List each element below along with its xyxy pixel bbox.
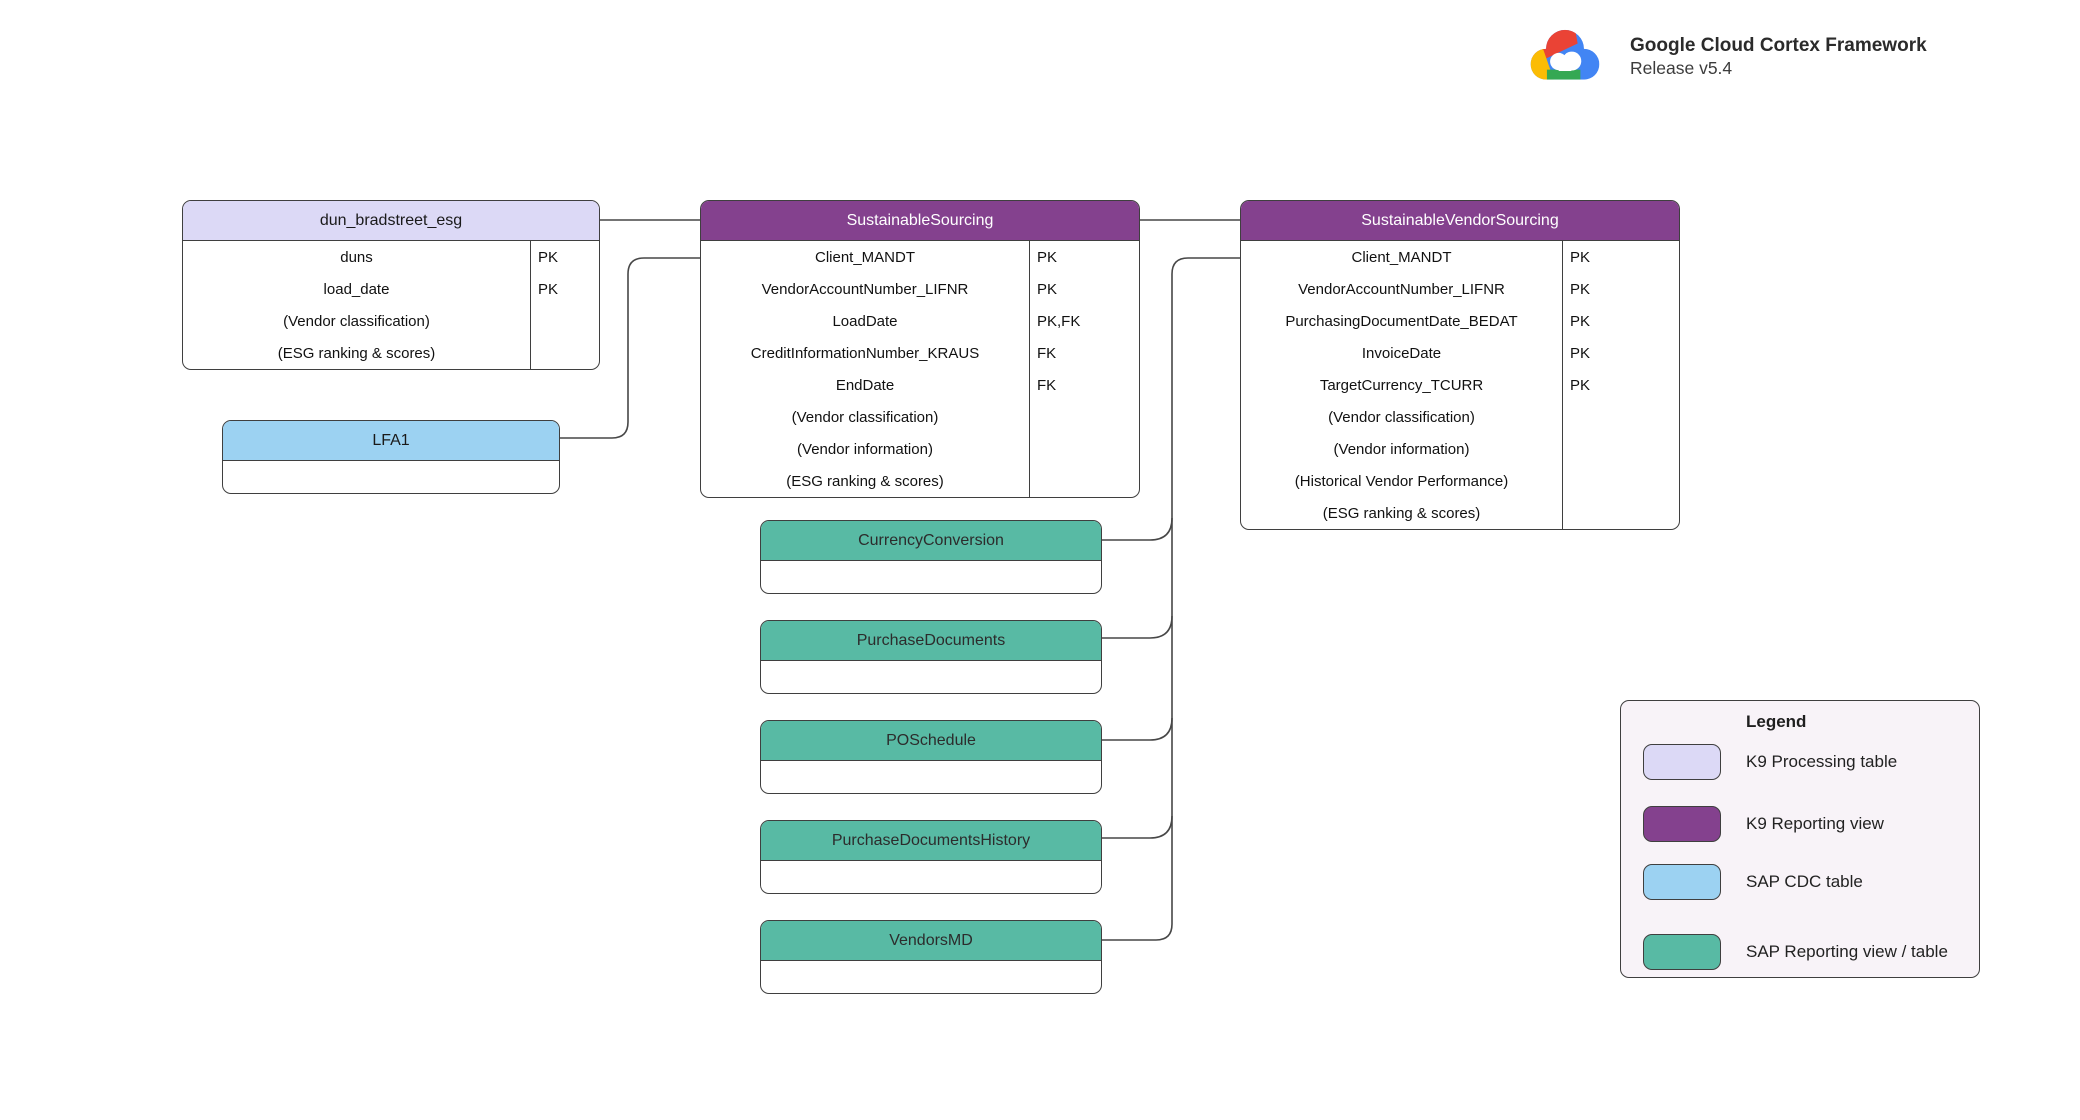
connector-currencyconversion <box>1102 517 1173 541</box>
table-row-empty <box>761 861 1101 893</box>
table-row: InvoiceDate <box>1361 344 1442 362</box>
table-sustainablesourcing: SustainableSourcing Client_MANDT VendorA… <box>700 200 1140 498</box>
table-row-empty <box>761 761 1101 793</box>
key-cell: FK <box>1037 344 1057 362</box>
k9-processing-swatch <box>1643 744 1721 780</box>
table-row: TargetCurrency_TCURR <box>1319 376 1484 394</box>
key-cell <box>1030 465 1139 497</box>
table-purchasedocumentshistory: PurchaseDocumentsHistory <box>760 820 1102 894</box>
table-row: LoadDate <box>832 312 898 330</box>
table-row: CreditInformationNumber_KRAUS <box>750 344 980 362</box>
key-cell: FK <box>1037 376 1057 394</box>
key-cell: PK <box>1037 280 1058 298</box>
table-row: VendorAccountNumber_LIFNR <box>1298 280 1505 298</box>
key-cell: PK <box>538 280 559 298</box>
key-cell: PK <box>1570 248 1591 266</box>
table-row: (ESG ranking & scores) <box>277 344 436 362</box>
sap-reporting-swatch <box>1643 934 1721 970</box>
table-header: SustainableSourcing <box>701 201 1139 241</box>
key-cell: PK <box>1570 280 1591 298</box>
key-cell <box>1563 497 1679 529</box>
legend-label: K9 Processing table <box>1746 752 1898 771</box>
table-sustainablevendorsourcing: SustainableVendorSourcing Client_MANDT V… <box>1240 200 1680 530</box>
k9-reporting-swatch <box>1643 806 1721 842</box>
table-currencyconversion: CurrencyConversion <box>760 520 1102 594</box>
legend-item: SAP Reporting view / table <box>1621 934 1979 970</box>
legend: Legend K9 Processing table K9 Reporting … <box>1620 700 1980 978</box>
table-row: PurchasingDocumentDate_BEDAT <box>1285 312 1518 330</box>
table-row: (Historical Vendor Performance) <box>1294 472 1509 490</box>
table-row-empty <box>223 461 559 493</box>
legend-label: SAP Reporting view / table <box>1746 942 1948 961</box>
brand-header: Google Cloud Cortex Framework Release v5… <box>1518 10 1927 104</box>
connector-purchasedocuments <box>1102 615 1173 639</box>
table-poschedule: POSchedule <box>760 720 1102 794</box>
table-header: CurrencyConversion <box>761 521 1101 561</box>
key-cell <box>1563 433 1679 465</box>
key-cell: PK <box>1570 376 1591 394</box>
table-row: (Vendor information) <box>797 440 933 458</box>
table-header: VendorsMD <box>761 921 1101 961</box>
legend-item: SAP CDC table <box>1621 864 1979 900</box>
table-dun-bradstreet-esg: dun_bradstreet_esg duns load_date (Vendo… <box>182 200 600 370</box>
table-row: EndDate <box>835 376 895 394</box>
key-cell <box>1030 401 1139 433</box>
legend-label: SAP CDC table <box>1746 872 1863 891</box>
table-row: (Vendor classification) <box>791 408 939 426</box>
google-cloud-logo-icon <box>1530 29 1600 80</box>
connector-poschedule <box>1102 717 1173 741</box>
table-row-empty <box>761 961 1101 993</box>
table-header: SustainableVendorSourcing <box>1241 201 1679 241</box>
table-header: POSchedule <box>761 721 1101 761</box>
table-row-empty <box>761 661 1101 693</box>
connector-purchasedocumentshistory <box>1102 815 1173 839</box>
table-row: Client_MANDT <box>1351 248 1452 266</box>
legend-item: K9 Processing table <box>1621 744 1979 780</box>
table-lfa1: LFA1 <box>222 420 560 494</box>
table-row: (ESG ranking & scores) <box>786 472 944 490</box>
table-row: load_date <box>323 280 390 298</box>
key-cell: PK <box>1570 312 1591 330</box>
legend-item: K9 Reporting view <box>1621 806 1979 842</box>
brand-release-version: Release v5.4 <box>1630 58 1733 78</box>
sap-cdc-swatch <box>1643 864 1721 900</box>
table-row: Client_MANDT <box>814 248 916 266</box>
key-cell <box>1030 433 1139 465</box>
table-row-empty <box>761 561 1101 593</box>
table-header: LFA1 <box>223 421 559 461</box>
brand-title: Google Cloud Cortex Framework <box>1630 35 1927 56</box>
table-row: duns <box>340 248 373 266</box>
key-cell <box>1563 465 1679 497</box>
table-row: (Vendor classification) <box>1328 408 1475 426</box>
key-cell <box>1563 401 1679 433</box>
key-cell <box>531 305 599 337</box>
key-cell: PK,FK <box>1037 312 1081 330</box>
key-cell: PK <box>1570 344 1591 362</box>
table-vendorsmd: VendorsMD <box>760 920 1102 994</box>
table-header: dun_bradstreet_esg <box>183 201 599 241</box>
table-header: PurchaseDocumentsHistory <box>761 821 1101 861</box>
table-header: PurchaseDocuments <box>761 621 1101 661</box>
legend-title: Legend <box>1746 712 1807 731</box>
table-row: (Vendor classification) <box>283 312 430 330</box>
table-row: (Vendor information) <box>1333 440 1470 458</box>
table-purchasedocuments: PurchaseDocuments <box>760 620 1102 694</box>
key-cell <box>531 337 599 369</box>
table-row: VendorAccountNumber_LIFNR <box>761 280 969 298</box>
key-cell: PK <box>538 248 559 266</box>
key-cell: PK <box>1037 248 1058 266</box>
legend-label: K9 Reporting view <box>1746 814 1884 833</box>
table-row: (ESG ranking & scores) <box>1322 504 1481 522</box>
